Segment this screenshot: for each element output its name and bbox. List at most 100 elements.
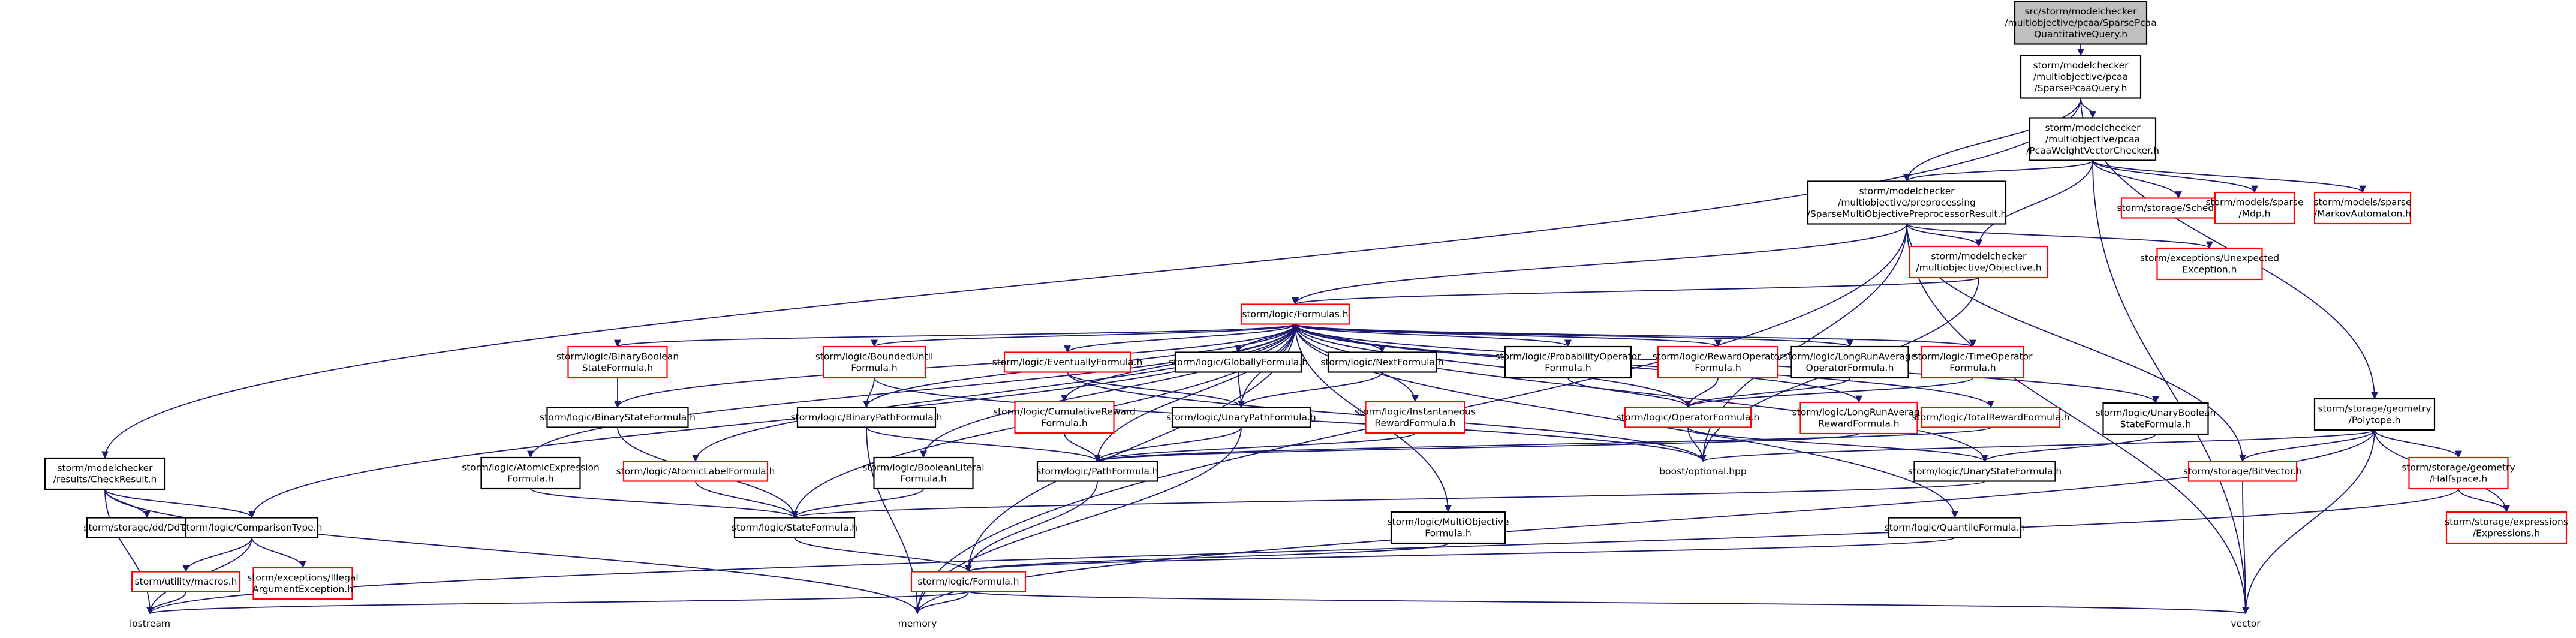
edge-cumulativereward-to-pathformula [1064,432,1101,462]
node-label-line: storm/logic/BoundedUntil [815,351,934,362]
node-atomiclabel[interactable]: storm/logic/AtomicLabelFormula.h [616,461,775,482]
node-pathformula[interactable]: storm/logic/PathFormula.h [1036,461,1158,482]
node-objective[interactable]: storm/modelchecker/multiobjective/Object… [1909,245,2049,279]
edge-formula-to-iostream [146,591,969,615]
edge-preprocessorresult-to-objective [1906,224,1982,247]
node-polytope[interactable]: storm/storage/geometry/Polytope.h [2313,398,2436,431]
node-label-line: /SparseMultiObjectivePreprocessorResult.… [1807,209,2006,219]
node-checkresult[interactable]: storm/modelchecker/results/CheckResult.h [44,457,166,490]
edge-polytope-to-memory [914,429,2375,615]
edge-formulas-to-pathformula [1094,324,1296,462]
node-longrunaveragereward[interactable]: storm/logic/LongRunAverageRewardFormula.… [1792,401,1926,435]
node-expressions[interactable]: storm/storage/expressions/Expressions.h [2445,511,2568,544]
edge-comparisontype-to-macros [182,537,252,573]
node-label-line: storm/modelchecker [2033,60,2129,71]
node-label-line: /Polytope.h [2349,414,2401,425]
node-memory: memory [898,618,937,629]
node-unarypath[interactable]: storm/logic/UnaryPathFormula.h [1166,407,1316,428]
edge-bitvector-to-vector [2241,481,2249,615]
node-longrunaverageoperator[interactable]: storm/logic/LongRunAverageOperatorFormul… [1783,345,1917,379]
node-binarystate[interactable]: storm/logic/BinaryStateFormula.h [540,407,696,428]
node-box [1036,461,1158,482]
node-preprocessorresult[interactable]: storm/modelchecker/multiobjective/prepro… [1807,180,2007,225]
edge-weightvectorchecker-to-markovautomaton [2092,160,2366,193]
node-label-line: storm/logic/Formula.h [917,576,1019,587]
node-box [44,457,166,490]
node-mdp[interactable]: storm/models/sparse/Mdp.h [2205,191,2304,225]
node-label-line: Formula.h [1041,417,1087,428]
node-operatorformula[interactable]: storm/logic/OperatorFormula.h [1617,407,1760,428]
node-label-line: storm/logic/LongRunAverage [1792,407,1926,417]
node-label-line: storm/storage/dd/DdType.h [83,522,210,533]
node-bitvector[interactable]: storm/storage/BitVector.h [2183,461,2302,482]
edge-formulas-to-binarybooleanstate [614,323,1296,347]
node-label-line: /multiobjective/pcaa/SparsePcaa [2005,17,2156,28]
node-box [1390,511,1506,544]
node-label-line: storm/logic/EventuallyFormula.h [992,357,1143,368]
node-eventually[interactable]: storm/logic/EventuallyFormula.h [992,351,1143,373]
node-sparsepcaaquery[interactable]: storm/modelchecker/multiobjective/pcaa/S… [2020,55,2142,99]
node-root[interactable]: src/storm/modelchecker/multiobjective/pc… [2005,1,2157,45]
node-label-line: memory [898,618,937,629]
node-box [1003,351,1131,373]
node-markovautomaton[interactable]: storm/models/sparse/MarkovAutomaton.h [2313,191,2412,225]
node-totalreward[interactable]: storm/logic/TotalRewardFormula.h [1912,407,2070,428]
node-box [1807,180,2007,225]
node-binarypath[interactable]: storm/logic/BinaryPathFormula.h [790,407,943,428]
node-label-line: /multiobjective/Objective.h [1916,262,2041,273]
node-comparisontype[interactable]: storm/logic/ComparisonType.h [182,517,323,538]
node-box [1171,407,1311,428]
edge-unarypath-to-pathformula [1094,427,1242,462]
node-unarystate[interactable]: storm/logic/UnaryStateFormula.h [1908,461,2062,482]
node-label-line: storm/logic/UnaryStateFormula.h [1908,466,2062,477]
node-formula[interactable]: storm/logic/Formula.h [910,571,1027,592]
node-next[interactable]: storm/logic/NextFormula.h [1320,351,1444,373]
edge-preprocessorresult-to-vector [1906,224,2249,615]
node-box [2313,191,2412,225]
edge-unarybooleanstate-to-unarystate [1981,434,2156,462]
node-label-line: Formula.h [900,473,946,484]
node-box [1657,345,1779,379]
edge-binarypath-to-pathformula [866,427,1101,462]
node-label-line: StateFormula.h [582,362,653,373]
node-box [2187,461,2298,482]
node-globally[interactable]: storm/logic/GloballyFormula.h [1169,351,1308,373]
node-macros[interactable]: storm/utility/macros.h [131,571,241,592]
node-halfspace[interactable]: storm/storage/geometry/Halfspace.h [2402,456,2515,490]
node-box [1888,517,2022,538]
node-quantile[interactable]: storm/logic/QuantileFormula.h [1885,517,2026,538]
node-label-line: storm/modelchecker [57,462,153,473]
edge-longrunaverageoperator-to-operatorformula [1684,377,1850,408]
node-box [622,461,769,482]
node-label-line: storm/logic/NextFormula.h [1320,357,1443,368]
edge-formulas-to-probabilityoperator [1295,323,1572,347]
node-illegalargument[interactable]: storm/exceptions/IllegalArgumentExceptio… [247,567,359,600]
node-label-line: storm/logic/GloballyFormula.h [1169,357,1308,368]
edge-stateformula-to-formula [794,537,972,573]
node-label-line: storm/logic/QuantileFormula.h [1885,522,2026,533]
node-label-line: /Expressions.h [2473,528,2540,538]
edge-boundeduntil-to-binarypath [863,377,875,408]
node-formulas[interactable]: storm/logic/Formulas.h [1240,303,1350,325]
node-stateformula[interactable]: storm/logic/StateFormula.h [732,517,857,538]
edge-unarystate-to-stateformula [791,480,1985,519]
node-weightvectorchecker[interactable]: storm/modelchecker/multiobjective/pcaa/P… [2026,117,2159,161]
node-label-line: storm/utility/macros.h [135,576,237,587]
node-box [1921,345,2025,379]
node-box [1799,401,1918,435]
node-box [2102,402,2209,435]
node-label-line: storm/models/sparse [2205,197,2303,207]
node-label-line: QuantitativeQuery.h [2034,29,2127,40]
